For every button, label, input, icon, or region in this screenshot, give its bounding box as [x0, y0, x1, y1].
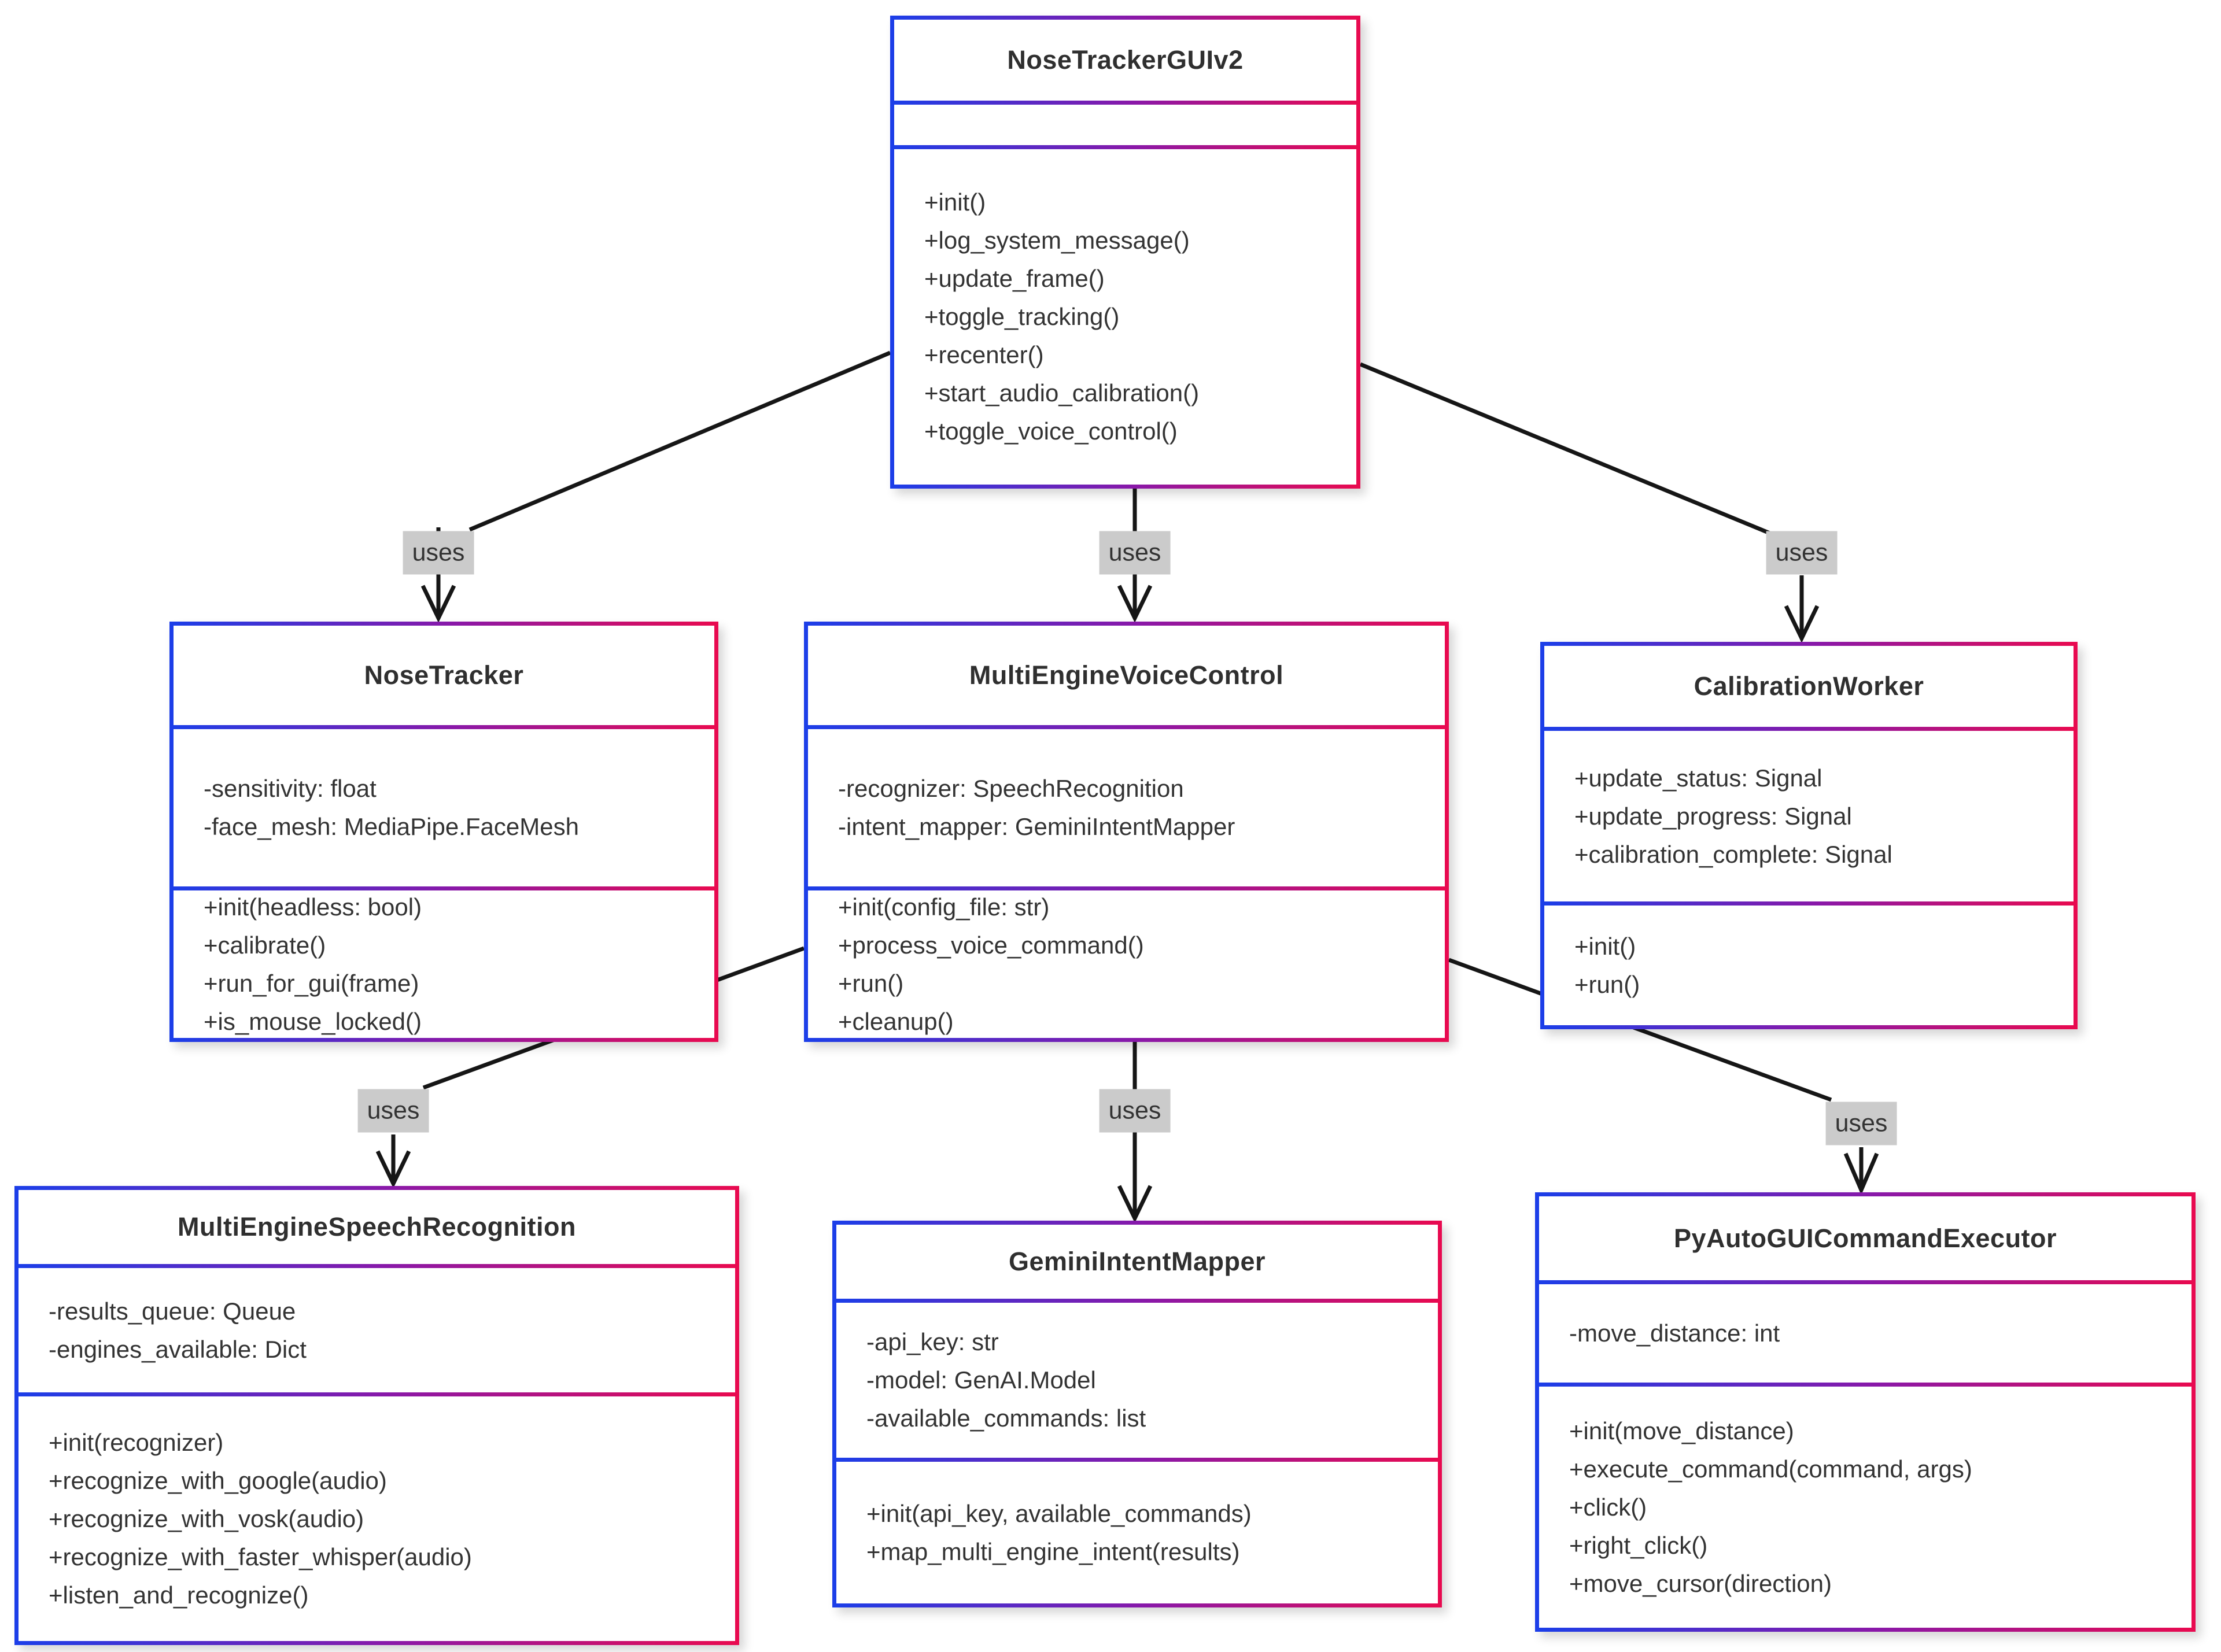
separator — [174, 725, 714, 729]
method: +recognize_with_faster_whisper(audio) — [49, 1543, 472, 1570]
attribute: -move_distance: int — [1569, 1320, 1780, 1347]
arrowhead-down-icon — [1784, 605, 1820, 644]
class-box-multienginespeechrecognition: MultiEngineSpeechRecognition -results_qu… — [14, 1186, 739, 1645]
method: +recognize_with_google(audio) — [49, 1466, 387, 1494]
method: +process_voice_command() — [838, 931, 1144, 959]
method: +map_multi_engine_intent(results) — [866, 1538, 1240, 1565]
method: +is_mouse_locked() — [204, 1007, 422, 1035]
attribute: +calibration_complete: Signal — [1574, 840, 1892, 868]
methods-section: +init(api_key, available_commands) +map_… — [836, 1462, 1438, 1603]
class-title: NoseTrackerGUIv2 — [1007, 45, 1244, 75]
attribute: -api_key: str — [866, 1328, 999, 1355]
attribute: -intent_mapper: GeminiIntentMapper — [838, 813, 1235, 840]
arrowhead-down-icon — [1117, 585, 1153, 623]
attributes-section: +update_status: Signal +update_progress:… — [1544, 731, 2074, 901]
methods-section: +init(move_distance) +execute_command(co… — [1539, 1387, 2192, 1628]
method: +run_for_gui(frame) — [204, 969, 419, 997]
separator — [1539, 1383, 2192, 1387]
method: +log_system_message() — [924, 227, 1190, 254]
class-box-nosetrackerguiv2: NoseTrackerGUIv2 +init() +log_system_mes… — [890, 16, 1360, 489]
method: +init() — [1574, 932, 1636, 960]
separator — [1539, 1280, 2192, 1284]
attributes-section: -move_distance: int — [1539, 1284, 2192, 1383]
method: +click() — [1569, 1493, 1647, 1521]
edge-label-uses: uses — [403, 531, 474, 575]
edge-gui-calibrationworker-diagonal — [1359, 362, 1775, 537]
class-box-calibrationworker: CalibrationWorker +update_status: Signal… — [1540, 642, 2078, 1029]
attribute: -results_queue: Queue — [49, 1297, 296, 1325]
edge-label-uses: uses — [357, 1089, 429, 1133]
attributes-section — [894, 105, 1356, 145]
class-box-geminiintentmapper: GeminiIntentMapper -api_key: str -model:… — [832, 1221, 1442, 1607]
attributes-section: -recognizer: SpeechRecognition -intent_m… — [808, 729, 1445, 886]
attribute: +update_progress: Signal — [1574, 802, 1852, 830]
method: +init() — [924, 189, 986, 216]
attributes-section: -sensitivity: float -face_mesh: MediaPip… — [174, 729, 714, 886]
attribute: -available_commands: list — [866, 1405, 1146, 1432]
attribute: -face_mesh: MediaPipe.FaceMesh — [204, 813, 579, 840]
methods-section: +init(recognizer) +recognize_with_google… — [19, 1396, 735, 1641]
class-box-multienginevoicecontrol: MultiEngineVoiceControl -recognizer: Spe… — [804, 622, 1449, 1042]
methods-section: +init() +run() — [1544, 906, 2074, 1025]
method: +cleanup() — [838, 1007, 954, 1035]
attribute: -sensitivity: float — [204, 775, 377, 802]
class-title: MultiEngineVoiceControl — [969, 660, 1284, 690]
class-box-pyautoguicommandexecutor: PyAutoGUICommandExecutor -move_distance:… — [1535, 1192, 2196, 1632]
method: +run() — [838, 969, 904, 997]
separator — [808, 725, 1445, 729]
method: +right_click() — [1569, 1531, 1708, 1559]
attributes-section: -results_queue: Queue -engines_available… — [19, 1268, 735, 1392]
separator — [894, 145, 1356, 149]
method: +execute_command(command, args) — [1569, 1455, 1972, 1483]
method: +init(headless: bool) — [204, 893, 422, 921]
methods-section: +init() +log_system_message() +update_fr… — [894, 149, 1356, 485]
separator — [808, 886, 1445, 890]
method: +toggle_voice_control() — [924, 417, 1178, 445]
method: +init(config_file: str) — [838, 893, 1050, 921]
edge-label-uses: uses — [1099, 531, 1171, 575]
separator — [836, 1458, 1438, 1462]
attribute: -engines_available: Dict — [49, 1335, 307, 1363]
separator — [894, 101, 1356, 105]
class-title: GeminiIntentMapper — [1008, 1247, 1266, 1276]
method: +init(api_key, available_commands) — [866, 1499, 1252, 1527]
class-title: NoseTracker — [364, 660, 524, 690]
method: +init(move_distance) — [1569, 1417, 1794, 1444]
method: +toggle_tracking() — [924, 303, 1120, 330]
attribute: +update_status: Signal — [1574, 764, 1822, 792]
arrowhead-down-icon — [1117, 1185, 1153, 1224]
method: +update_frame() — [924, 265, 1105, 292]
separator — [1544, 727, 2074, 731]
edge-label-uses: uses — [1099, 1089, 1171, 1133]
separator — [174, 886, 714, 890]
method: +recognize_with_vosk(audio) — [49, 1505, 364, 1532]
method: +run() — [1574, 970, 1640, 998]
class-title: MultiEngineSpeechRecognition — [177, 1212, 577, 1241]
class-title: PyAutoGUICommandExecutor — [1673, 1223, 2057, 1253]
class-title: CalibrationWorker — [1694, 671, 1924, 701]
method: +recenter() — [924, 341, 1044, 368]
class-box-nosetracker: NoseTracker -sensitivity: float -face_me… — [169, 622, 718, 1042]
method: +listen_and_recognize() — [49, 1581, 309, 1609]
methods-section: +init(config_file: str) +process_voice_c… — [808, 890, 1445, 1038]
separator — [1544, 901, 2074, 906]
attributes-section: -api_key: str -model: GenAI.Model -avail… — [836, 1303, 1438, 1458]
arrowhead-down-icon — [420, 585, 456, 623]
method: +init(recognizer) — [49, 1428, 224, 1456]
edge-gui-nosetracker-diagonal — [468, 350, 891, 532]
method: +start_audio_calibration() — [924, 379, 1200, 406]
attribute: -recognizer: SpeechRecognition — [838, 775, 1184, 802]
method: +move_cursor(direction) — [1569, 1569, 1832, 1597]
edge-label-uses: uses — [1825, 1102, 1897, 1145]
method: +calibrate() — [204, 931, 326, 959]
arrowhead-down-icon — [1843, 1152, 1879, 1195]
methods-section: +init(headless: bool) +calibrate() +run_… — [174, 890, 714, 1038]
arrowhead-down-icon — [375, 1150, 411, 1189]
separator — [19, 1264, 735, 1268]
separator — [836, 1299, 1438, 1303]
edge-label-uses: uses — [1766, 531, 1838, 575]
edge-voicecontrol-executor-diagonal — [1448, 958, 1832, 1102]
separator — [19, 1392, 735, 1396]
attribute: -model: GenAI.Model — [866, 1366, 1096, 1394]
